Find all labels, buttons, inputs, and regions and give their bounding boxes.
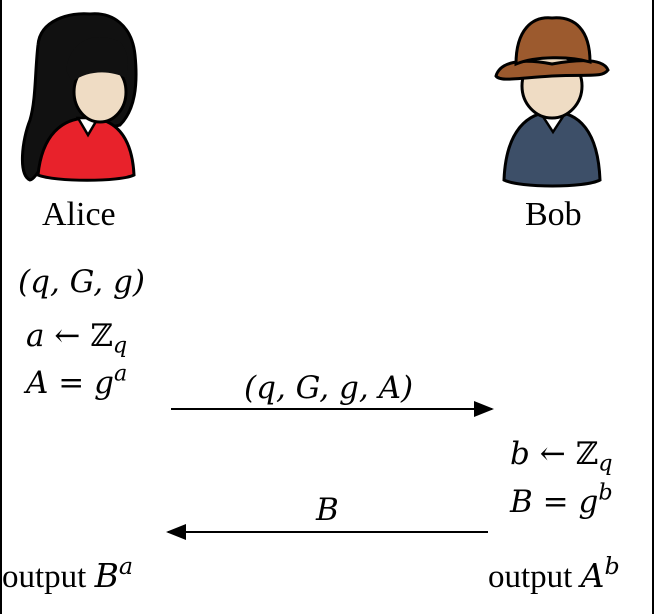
frame-left-border xyxy=(0,0,2,614)
message-to-bob-label: (q, G, g, A) xyxy=(244,370,414,406)
alice-avatar-icon xyxy=(20,12,138,182)
modulus-subscript: q xyxy=(598,450,613,477)
alice-params: (q, G, g) xyxy=(18,264,145,300)
exponent: a xyxy=(113,360,128,387)
output-word: output xyxy=(2,559,87,595)
bob-public-var: B xyxy=(510,484,533,520)
integer-set-symbol: ℤ xyxy=(90,318,113,354)
generator-base: g xyxy=(94,365,114,401)
alice-public-expression: A = ga xyxy=(26,363,127,401)
output-base: B xyxy=(94,556,119,595)
alice-name: Alice xyxy=(42,196,116,233)
equals-sign: = xyxy=(58,365,85,401)
sample-arrow: ← xyxy=(539,436,566,472)
bob-sample-expression: b ← ℤq xyxy=(510,436,613,475)
alice-secret-var: a xyxy=(26,318,45,354)
frame-right-border xyxy=(652,0,654,614)
bob-secret-var: b xyxy=(510,436,530,472)
modulus-subscript: q xyxy=(112,332,128,359)
equals-sign: = xyxy=(542,484,569,520)
output-word: output xyxy=(488,559,573,595)
sample-arrow: ← xyxy=(54,318,81,354)
alice-output: output Ba xyxy=(2,554,133,596)
alice-sample-expression: a ← ℤq xyxy=(26,318,127,357)
output-base: A xyxy=(580,556,605,595)
alice-public-var: A xyxy=(26,365,49,401)
output-exponent: b xyxy=(604,551,620,580)
message-to-alice-label: B xyxy=(316,492,339,528)
integer-set-symbol: ℤ xyxy=(575,436,599,472)
output-exponent: a xyxy=(118,551,134,580)
exponent: b xyxy=(598,479,613,506)
generator-base: g xyxy=(578,484,599,520)
bob-avatar-icon xyxy=(494,16,610,188)
bob-name: Bob xyxy=(525,196,582,233)
bob-output: output Ab xyxy=(488,554,620,596)
bob-public-expression: B = gb xyxy=(510,482,613,520)
